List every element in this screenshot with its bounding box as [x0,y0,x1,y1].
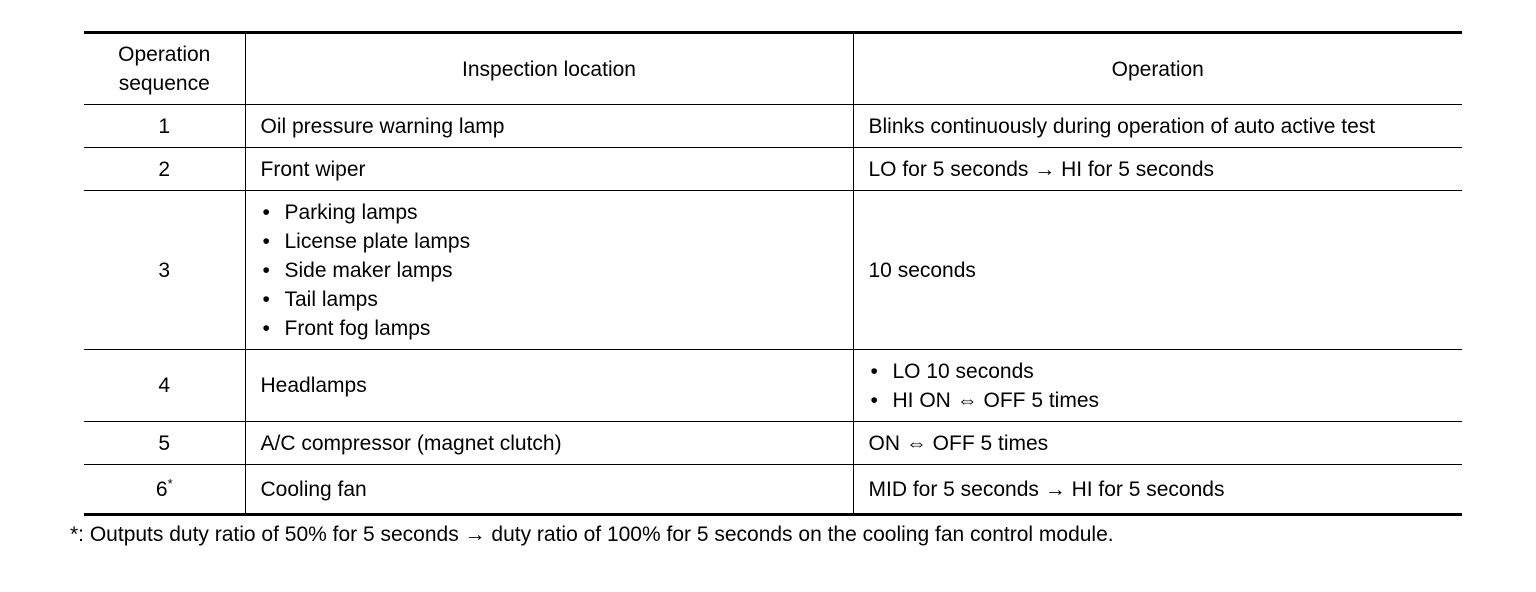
header-sequence-line2: sequence [118,72,210,95]
cell-operation: MID for 5 seconds → HI for 5 seconds [852,464,1462,516]
list-item-text: Front fog lamps [284,316,431,340]
cell-operation: 10 seconds [852,190,1462,350]
cell-sequence: 3 [84,190,246,350]
list-item-text: LO 10 seconds [892,359,1034,383]
table-row: 1 Oil pressure warning lamp Blinks conti… [84,104,1462,148]
active-test-table: Operation sequence Inspection location O… [84,31,1462,516]
list-item: • Front fog lamps [261,314,845,343]
cell-operation: LO for 5 seconds → HI for 5 seconds [852,147,1462,191]
cell-location: Oil pressure warning lamp [244,104,854,148]
cell-location: • Parking lamps • License plate lamps • Sid… [244,190,854,350]
list-item: • Parking lamps [261,198,845,227]
cell-operation: • LO 10 seconds • HI ON ⇔ OFF 5 times [852,349,1462,422]
bullet-icon: • [870,388,878,412]
cell-location: Cooling fan [244,464,854,516]
bullet-icon: • [870,359,878,383]
table-row: 3 • Parking lamps • License plate lamps • S… [84,190,1462,350]
list-item-text: License plate lamps [284,229,471,253]
location-bullet-list: • Parking lamps • License plate lamps • Sid… [261,198,845,343]
list-item: • License plate lamps [261,227,845,256]
table-row: 2 Front wiper LO for 5 seconds → HI for … [84,147,1462,191]
cell-sequence: 5 [84,421,246,465]
cell-sequence: 2 [84,147,246,191]
cell-operation: Blinks continuously during operation of … [852,104,1462,148]
list-item: • Side maker lamps [261,256,845,285]
table-row: 4 Headlamps • LO 10 seconds • HI ON ⇔ OFF … [84,349,1462,422]
cell-operation: ON ⇔ OFF 5 times [852,421,1462,465]
operation-bullet-list: • LO 10 seconds • HI ON ⇔ OFF 5 times [869,357,1455,415]
table-row: 6* Cooling fan MID for 5 seconds → HI fo… [84,464,1462,516]
bullet-icon: • [262,200,270,224]
header-operation: Operation [852,31,1462,105]
table-footnote: *: Outputs duty ratio of 50% for 5 secon… [70,523,1114,546]
cell-location: A/C compressor (magnet clutch) [244,421,854,465]
list-item-text: Tail lamps [284,287,378,311]
cell-location: Front wiper [244,147,854,191]
bullet-icon: • [262,258,270,282]
list-item-text: Side maker lamps [284,258,453,282]
bullet-icon: • [262,287,270,311]
header-inspection-location: Inspection location [244,31,854,105]
cell-sequence: 6* [84,464,246,516]
cell-location: Headlamps [244,349,854,422]
bullet-icon: • [262,316,270,340]
list-item-text: HI ON ⇔ OFF 5 times [892,388,1100,412]
header-operation-sequence: Operation sequence [84,31,246,105]
list-item: • LO 10 seconds [869,357,1455,386]
list-item: • HI ON ⇔ OFF 5 times [869,386,1455,415]
sequence-number: 6 [155,477,168,501]
list-item: • Tail lamps [261,285,845,314]
footnote-marker: * [167,475,173,491]
table-header-row: Operation sequence Inspection location O… [84,31,1462,105]
header-sequence-line1: Operation [118,43,211,66]
cell-sequence: 4 [84,349,246,422]
table-row: 5 A/C compressor (magnet clutch) ON ⇔ OF… [84,421,1462,465]
cell-sequence: 1 [84,104,246,148]
inspection-table-container: Operation sequence Inspection location O… [84,31,1462,516]
bullet-icon: • [262,229,270,253]
list-item-text: Parking lamps [284,200,418,224]
